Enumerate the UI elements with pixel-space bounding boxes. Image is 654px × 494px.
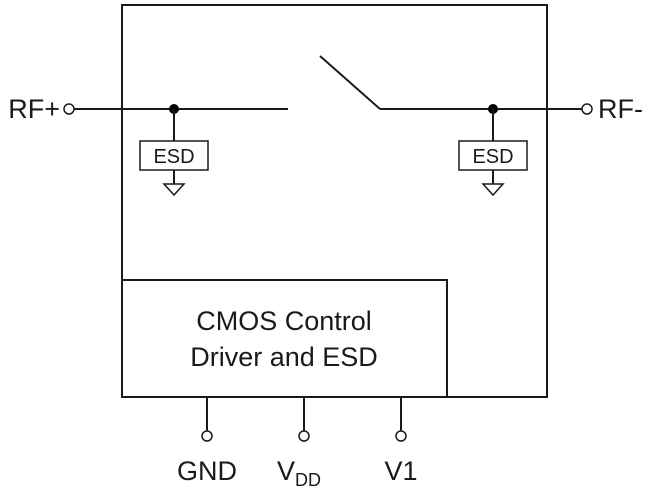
gnd-terminal bbox=[201, 430, 213, 442]
cmos-control-block bbox=[121, 279, 448, 398]
left-esd-box bbox=[139, 140, 209, 171]
vdd-label-main: V bbox=[277, 456, 295, 486]
vdd-label: VDD bbox=[277, 456, 321, 490]
control-block-line2: Driver and ESD bbox=[190, 342, 378, 372]
switch-blade bbox=[319, 55, 381, 110]
rf-minus-label: RF- bbox=[598, 94, 643, 124]
right-esd-label: ESD bbox=[472, 146, 513, 168]
left-ground-icon bbox=[162, 183, 186, 197]
v1-label: V1 bbox=[384, 456, 417, 486]
v1-terminal bbox=[395, 430, 407, 442]
control-block-line1: CMOS Control bbox=[196, 306, 372, 336]
vdd-label-subscript: DD bbox=[295, 470, 321, 490]
gnd-label: GND bbox=[177, 456, 237, 486]
rf-minus-terminal bbox=[581, 103, 593, 115]
rf-plus-label: RF+ bbox=[8, 94, 60, 124]
left-esd-label: ESD bbox=[153, 146, 194, 168]
vdd-terminal bbox=[298, 430, 310, 442]
right-ground-icon bbox=[481, 183, 505, 197]
rf-plus-terminal bbox=[63, 103, 75, 115]
